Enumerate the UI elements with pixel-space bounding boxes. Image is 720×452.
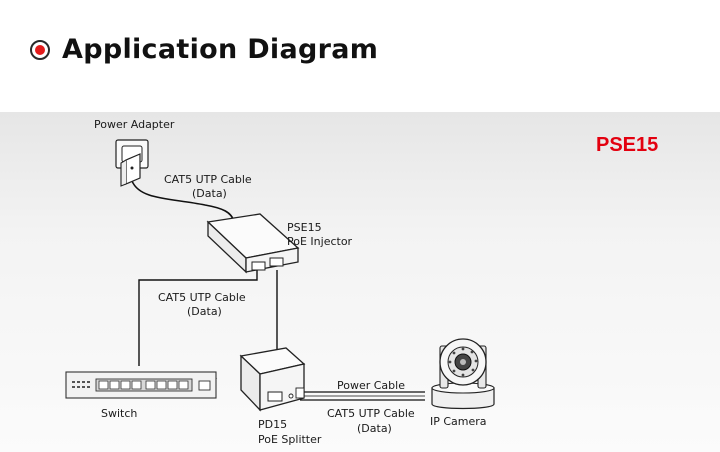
cable-switch-injector-type: (Data): [187, 305, 222, 318]
power-cable-label: Power Cable: [337, 379, 405, 392]
switch-icon: [65, 371, 218, 399]
cable-splitter-camera-label: CAT5 UTP Cable: [327, 407, 415, 420]
page-title: Application Diagram: [62, 34, 379, 65]
radio-bullet-icon: [30, 39, 50, 60]
switch-label: Switch: [101, 407, 138, 420]
injector-name-label: PoE Injector: [287, 235, 353, 248]
power-adapter-icon: [115, 139, 149, 187]
poe-splitter-icon: [239, 347, 306, 412]
splitter-name-label: PoE Splitter: [258, 433, 322, 446]
ip-camera-label: IP Camera: [430, 415, 487, 428]
poe-injector-icon: [206, 213, 300, 274]
cable-splitter-camera-type: (Data): [357, 422, 392, 435]
injector-model-label: PSE15: [287, 221, 322, 234]
power-adapter-label: Power Adapter: [94, 118, 175, 131]
cable-adapter-injector-type: (Data): [192, 187, 227, 200]
cable-switch-to-injector: [138, 270, 258, 366]
cable-adapter-to-injector: [131, 180, 235, 223]
cable-adapter-injector-label: CAT5 UTP Cable: [164, 173, 252, 186]
header: [0, 0, 720, 112]
splitter-model-label: PD15: [258, 418, 288, 431]
product-code: PSE15: [596, 134, 659, 156]
cable-switch-injector-label: CAT5 UTP Cable: [158, 291, 246, 304]
ip-camera-icon: [431, 338, 495, 410]
title-bar: Application Diagram: [30, 34, 378, 65]
